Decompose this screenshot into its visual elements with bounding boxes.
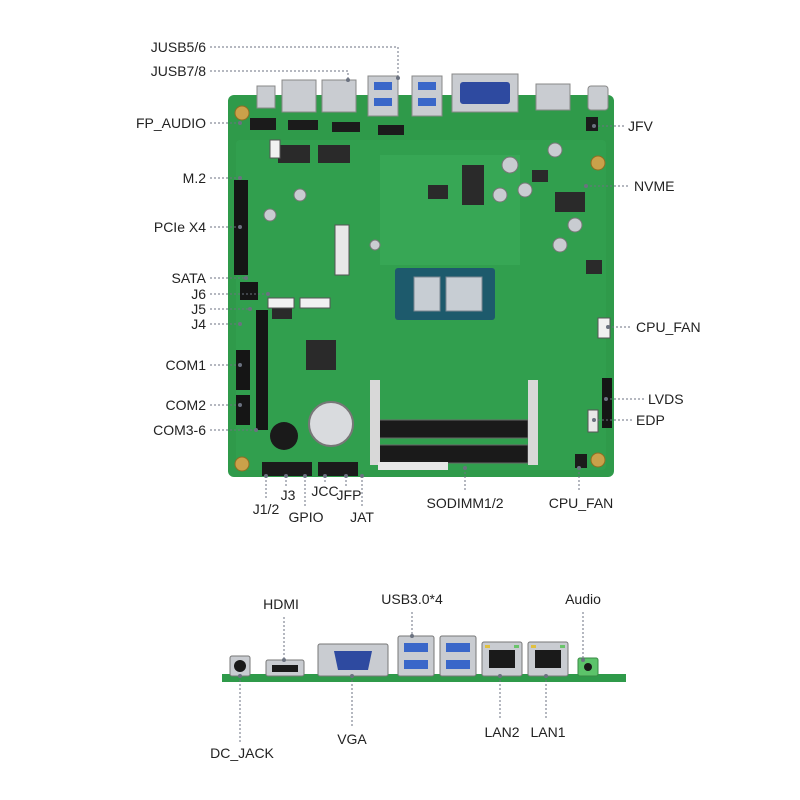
sodimm-slot-clip-right (528, 380, 538, 465)
io-usb-port-2 (404, 660, 428, 669)
motherboard-top-view (228, 73, 614, 477)
label-cpu-fan-bottom: CPU_FAN (549, 495, 614, 511)
io-lan2-led-right (514, 645, 519, 648)
label-j6: J6 (191, 286, 206, 302)
io-usb-port-1 (404, 643, 428, 652)
io-lan2-opening (489, 650, 515, 668)
rear-dc-jack (587, 85, 609, 111)
label-jusb78: JUSB7/8 (151, 63, 206, 79)
label-edp: EDP (636, 412, 665, 428)
io-lan1-led-right (560, 645, 565, 648)
pin-headers (250, 117, 598, 476)
lvds-header (602, 378, 612, 428)
io-dc-jack-hole (234, 660, 246, 672)
m2-slot (334, 224, 350, 276)
io-usb-port-4 (446, 660, 470, 669)
label-j5: J5 (191, 301, 206, 317)
cmos-battery (308, 401, 354, 447)
label-pcie: PCIe X4 (154, 219, 206, 235)
label-j12: J1/2 (253, 501, 280, 517)
label-sata: SATA (172, 270, 207, 286)
io-audio-jack-hole (584, 663, 592, 671)
top-labels: JUSB5/6 JUSB7/8 FP_AUDIO M.2 PCIe X4 SAT… (136, 39, 701, 525)
io-usb-stack-2 (439, 635, 477, 677)
label-gpio: GPIO (288, 509, 323, 525)
label-j3: J3 (281, 487, 296, 503)
buzzer (270, 422, 298, 450)
sata-connector (240, 282, 258, 300)
io-label-usb30: USB3.0*4 (381, 591, 443, 607)
cpu-die-left (413, 276, 441, 312)
label-cpu-fan-right: CPU_FAN (636, 319, 701, 335)
label-nvme: NVME (634, 178, 674, 194)
io-usb-stack-1 (397, 635, 435, 677)
capacitors (263, 142, 583, 253)
io-lan1-led-left (531, 645, 536, 648)
io-lan2-led-left (485, 645, 490, 648)
top-leader-lines (210, 46, 645, 506)
label-lvds: LVDS (648, 391, 684, 407)
j6-white-connector (267, 297, 295, 309)
io-label-hdmi: HDMI (263, 596, 299, 612)
com36-header (256, 310, 268, 430)
io-usb-port-3 (446, 643, 470, 652)
com2-header (236, 395, 250, 425)
rear-hdmi-port (535, 83, 571, 111)
io-lan1-opening (535, 650, 561, 668)
rear-lan-port-b (321, 79, 357, 113)
label-jfp: JFP (337, 487, 362, 503)
io-vga-connector (334, 651, 372, 670)
rear-usb-stack-b-port (418, 82, 436, 90)
rear-usb-stack-a-port (374, 82, 392, 90)
label-jcc: JCC (311, 483, 338, 499)
io-pcb-strip (222, 674, 626, 682)
io-labels: HDMI USB3.0*4 Audio DC_JACK VGA LAN2 LAN… (210, 591, 601, 761)
io-label-lan1: LAN1 (530, 724, 565, 740)
io-label-vga: VGA (337, 731, 367, 747)
label-sodimm: SODIMM1/2 (426, 495, 503, 511)
rear-io-side-view (222, 635, 626, 682)
label-jusb56: JUSB5/6 (151, 39, 206, 55)
cpu-fan-connector (597, 317, 611, 339)
io-label-dc-jack: DC_JACK (210, 745, 274, 761)
rear-vga-connector (460, 82, 510, 104)
label-com1: COM1 (166, 357, 207, 373)
io-hdmi-opening (272, 665, 298, 672)
pcb-trace-region (380, 155, 520, 265)
label-j4: J4 (191, 316, 206, 332)
rear-audio-jack (256, 85, 276, 109)
rear-usb-stack-a-port2 (374, 98, 392, 106)
fp-audio-white-connector (269, 139, 281, 159)
label-m2: M.2 (183, 170, 207, 186)
mounting-holes (234, 105, 606, 472)
small-chips (272, 145, 602, 370)
io-label-audio: Audio (565, 591, 601, 607)
io-label-lan2: LAN2 (484, 724, 519, 740)
label-com2: COM2 (166, 397, 207, 413)
io-leader-lines (238, 612, 585, 742)
sodimm-slot-1 (377, 419, 529, 439)
label-fp-audio: FP_AUDIO (136, 115, 206, 131)
cpu-die-right (445, 276, 483, 312)
sodimm-label-sticker (378, 462, 448, 470)
com1-header (236, 350, 250, 390)
sodimm-slot-clip-left (370, 380, 380, 465)
sodimm-slot-2 (377, 444, 529, 464)
rear-lan-port-a (281, 79, 317, 113)
label-jat: JAT (350, 509, 374, 525)
j5-white-connector (299, 297, 331, 309)
label-jfv: JFV (628, 118, 654, 134)
label-com36: COM3-6 (153, 422, 206, 438)
rear-usb-stack-b-port2 (418, 98, 436, 106)
